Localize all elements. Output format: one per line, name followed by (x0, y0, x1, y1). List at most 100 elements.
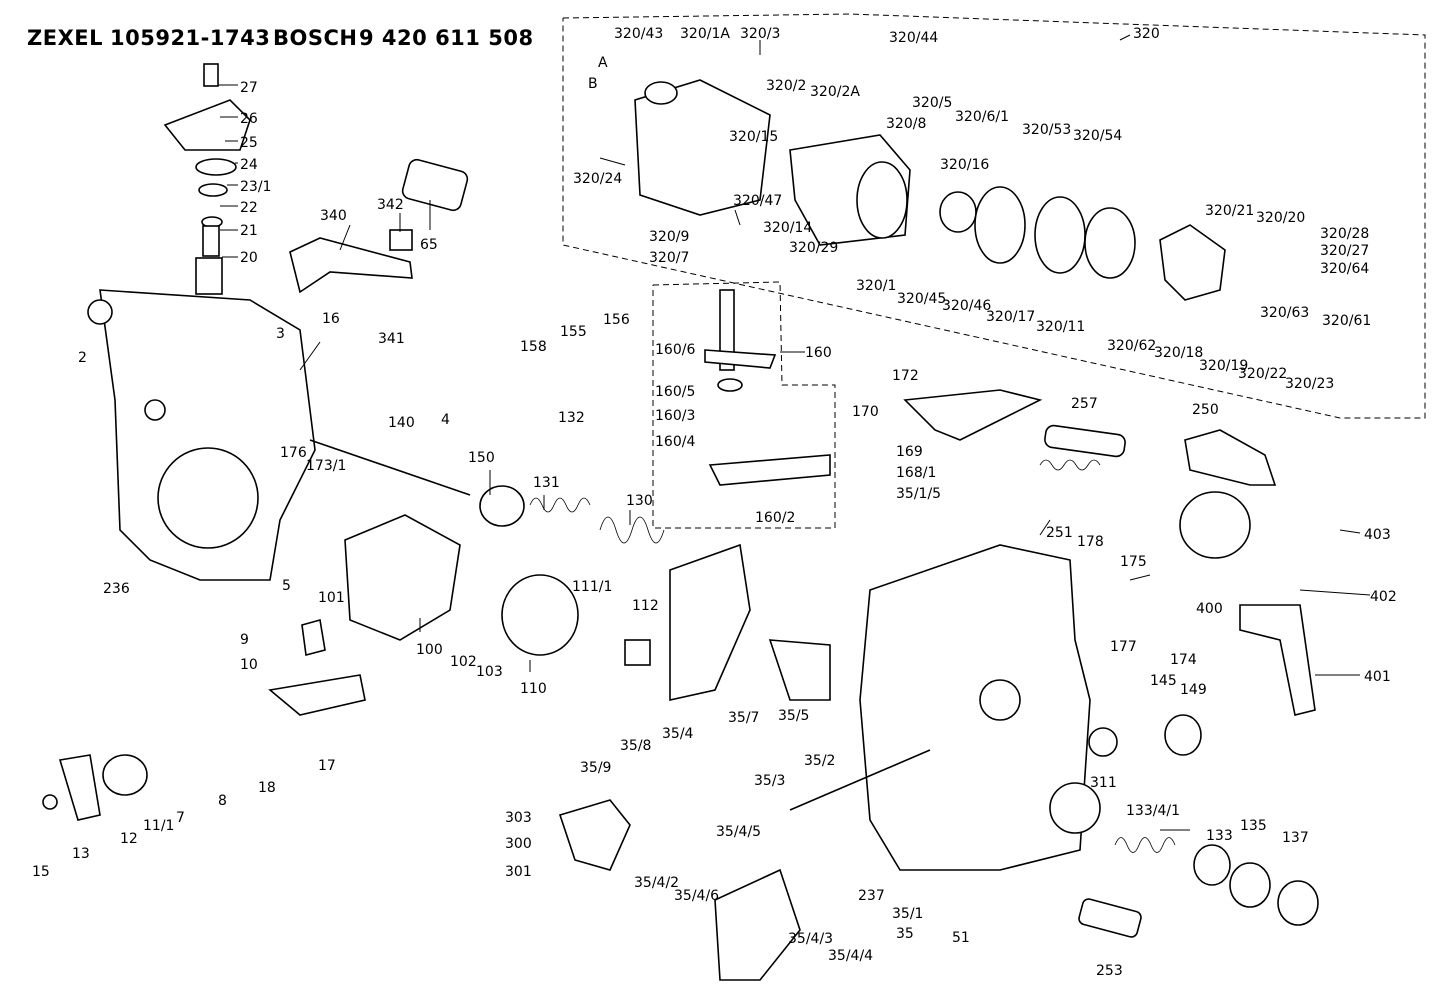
callout-174: 174 (1170, 652, 1197, 668)
callout-401: 401 (1364, 669, 1391, 685)
parts-group (42, 63, 1319, 981)
callout-35-8: 35/8 (620, 738, 651, 754)
part-27-bolt (203, 63, 219, 87)
callout-131: 131 (533, 475, 560, 491)
part-housing-bore-lower (1049, 782, 1101, 834)
callout-35-4-6: 35/4/6 (674, 888, 719, 904)
callout-172: 172 (892, 368, 919, 384)
part-9-clip (301, 618, 326, 657)
callout-236: 236 (103, 581, 130, 597)
callout-173-1: 173/1 (306, 458, 346, 474)
callout-320-63: 320/63 (1260, 305, 1309, 321)
part-149-seal (1164, 714, 1202, 756)
callout-320-62: 320/62 (1107, 338, 1156, 354)
part-35-2-shaft (789, 749, 931, 811)
callout-300: 300 (505, 836, 532, 852)
callout-320-5: 320/5 (912, 95, 952, 111)
part-137-cover (1277, 880, 1319, 926)
part-150-cup (479, 485, 525, 527)
callout-137: 137 (1282, 830, 1309, 846)
callout-A: A (598, 55, 608, 71)
callout-320-21: 320/21 (1205, 203, 1254, 219)
part-133-4-1-spring (1114, 837, 1176, 853)
part-320-43-seal (644, 81, 678, 105)
callout-320-2A: 320/2A (810, 84, 860, 100)
callout-27: 27 (240, 80, 258, 96)
part-110-sleeve (501, 574, 579, 656)
part-170-lever (903, 389, 1043, 441)
callout-170: 170 (852, 404, 879, 420)
callout-320-45: 320/45 (897, 291, 946, 307)
callout-112: 112 (632, 598, 659, 614)
callout-133: 133 (1206, 828, 1233, 844)
callout-303: 303 (505, 810, 532, 826)
part-400-solenoid (1179, 491, 1251, 559)
callout-320-2: 320/2 (766, 78, 806, 94)
callout-176: 176 (280, 445, 307, 461)
part-340-bracket (289, 237, 413, 294)
callout-320-47: 320/47 (733, 193, 782, 209)
part-number-bosch: 9 420 611 508 (359, 26, 534, 50)
callout-320-54: 320/54 (1073, 128, 1122, 144)
assembly-320-boundary (562, 13, 1426, 419)
callout-132: 132 (558, 410, 585, 426)
callout-16: 16 (322, 311, 340, 327)
callout-35-4-4: 35/4/4 (828, 948, 873, 964)
callout-21: 21 (240, 223, 258, 239)
callout-35: 35 (896, 926, 914, 942)
part-65-sleeve (401, 158, 469, 212)
callout-320-44: 320/44 (889, 30, 938, 46)
part-main-pump-housing (859, 544, 1091, 871)
callout-253: 253 (1096, 963, 1123, 979)
callout-13: 13 (72, 846, 90, 862)
callout-160-5: 160/5 (655, 384, 695, 400)
callout-175: 175 (1120, 554, 1147, 570)
callout-B: B (588, 76, 598, 92)
callout-11-1: 11/1 (143, 818, 174, 834)
callout-20: 20 (240, 250, 258, 266)
inset-160-boundary (652, 281, 836, 529)
part-100-flyweight-carrier (344, 514, 461, 641)
callout-320-29: 320/29 (789, 240, 838, 256)
part-320-62-ring (1084, 207, 1136, 279)
part-342-nut (389, 229, 413, 251)
callout-155: 155 (560, 324, 587, 340)
part-23-1-ring (198, 183, 228, 197)
callout-250: 250 (1192, 402, 1219, 418)
callout-26: 26 (240, 111, 258, 127)
callout-320-17: 320/17 (986, 309, 1035, 325)
part-131-spring (529, 497, 591, 513)
part-2-screw (87, 299, 113, 325)
callout-320-64: 320/64 (1320, 261, 1369, 277)
part-160-2-plate (708, 454, 831, 486)
part-250-bracket (1184, 429, 1277, 486)
callout-35-2: 35/2 (804, 753, 835, 769)
callout-237: 237 (858, 888, 885, 904)
callout-101: 101 (318, 590, 345, 606)
callout-403: 403 (1364, 527, 1391, 543)
callout-320-53: 320/53 (1022, 122, 1071, 138)
brand-zexel: ZEXEL (27, 26, 103, 50)
part-160-6-stud (719, 289, 735, 371)
callout-320-19: 320/19 (1199, 358, 1248, 374)
callout-320-6-1: 320/6/1 (955, 109, 1009, 125)
callout-320-61: 320/61 (1322, 313, 1371, 329)
part-housing-bore-upper (979, 679, 1021, 721)
callout-102: 102 (450, 654, 477, 670)
part-24-spring (195, 158, 237, 176)
callout-178: 178 (1077, 534, 1104, 550)
callout-320-11: 320/11 (1036, 319, 1085, 335)
callout-340: 340 (320, 208, 347, 224)
part-320-11-plate (1034, 196, 1086, 274)
callout-15: 15 (32, 864, 50, 880)
callout-320-24: 320/24 (573, 171, 622, 187)
callout-320-1A: 320/1A (680, 26, 730, 42)
callout-400: 400 (1196, 601, 1223, 617)
callout-341: 341 (378, 331, 405, 347)
callout-35-9: 35/9 (580, 760, 611, 776)
callout-301: 301 (505, 864, 532, 880)
callout-320-3: 320/3 (740, 26, 780, 42)
callout-320-43: 320/43 (614, 26, 663, 42)
callout-145: 145 (1150, 673, 1177, 689)
